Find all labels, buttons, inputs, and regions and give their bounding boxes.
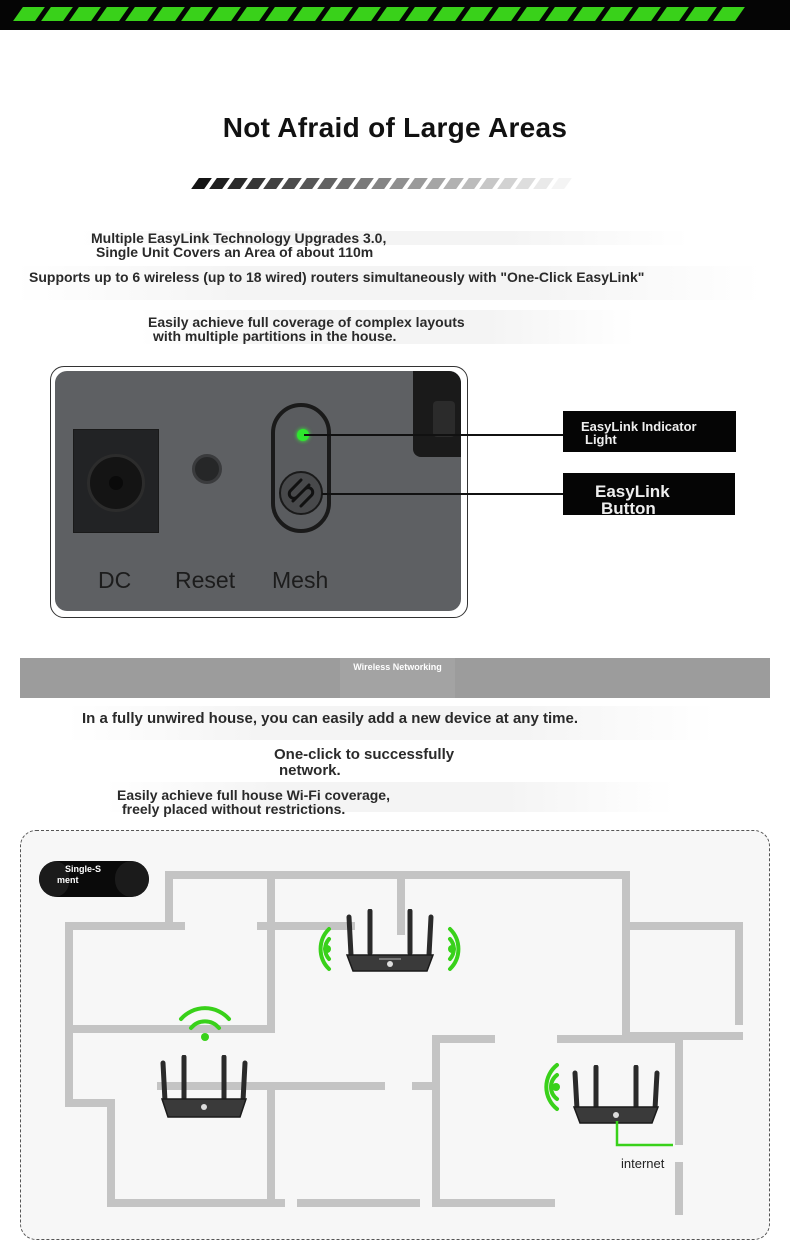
wifi-signal-icon xyxy=(318,927,331,971)
networking-line-5: freely placed without restrictions. xyxy=(122,801,346,817)
easylink-led-icon xyxy=(297,429,309,441)
badge-line2: ment xyxy=(57,875,79,885)
intro-line-3: Supports up to 6 wireless (up to 18 wire… xyxy=(16,266,761,300)
indicator-callout: EasyLink Indicator Light xyxy=(563,411,736,452)
antenna-icon xyxy=(413,371,461,457)
badge-line1: Single-S xyxy=(65,864,102,874)
single-segment-badge: Single-S ment xyxy=(39,861,149,897)
stripe xyxy=(713,7,745,21)
stripe xyxy=(657,7,689,21)
stripe xyxy=(265,7,297,21)
stripe xyxy=(405,7,437,21)
router-icon xyxy=(160,1055,248,1118)
stripe xyxy=(153,7,185,21)
stripe xyxy=(377,7,409,21)
stripe xyxy=(569,178,590,189)
dc-port-icon xyxy=(73,429,159,533)
networking-line-1: In a fully unwired house, you can easily… xyxy=(66,706,716,740)
stripe xyxy=(489,7,521,21)
stripe xyxy=(125,7,157,21)
wifi-signal-icon xyxy=(179,1006,231,1041)
stripe xyxy=(41,7,73,21)
easylink-button-icon xyxy=(279,471,323,515)
stripe xyxy=(349,7,381,21)
stripe xyxy=(209,7,241,21)
title-underline-stripes xyxy=(191,178,590,189)
router-icon xyxy=(345,909,435,972)
button-leader-line xyxy=(322,493,564,495)
dc-label: DC xyxy=(98,567,132,593)
router-back-panel: DC Reset Mesh xyxy=(50,366,468,618)
stripe xyxy=(601,7,633,21)
section-band-label: Wireless Networking xyxy=(340,658,455,698)
internet-label: internet xyxy=(621,1156,665,1171)
intro-line-4: Easily achieve full coverage of complex … xyxy=(140,310,635,344)
stripe xyxy=(685,7,717,21)
panel-surface: DC Reset Mesh xyxy=(55,371,461,611)
button-callout-line2: Button xyxy=(601,499,656,518)
page-title: Not Afraid of Large Areas xyxy=(222,112,568,143)
mesh-control xyxy=(271,403,331,533)
stripe xyxy=(293,7,325,21)
intro-line-1: Multiple EasyLink Technology Upgrades 3.… xyxy=(80,231,690,245)
internet-cable-line xyxy=(615,1121,673,1147)
stripe xyxy=(97,7,129,21)
top-stripe-pattern xyxy=(13,7,745,21)
indicator-callout-line2: Light xyxy=(585,432,617,447)
stripe xyxy=(433,7,465,21)
stripe xyxy=(69,7,101,21)
reset-label: Reset xyxy=(175,567,236,593)
button-callout-line1: EasyLink xyxy=(595,482,670,501)
indicator-callout-line1: EasyLink Indicator xyxy=(581,419,697,434)
networking-line-2: One-click to successfully xyxy=(274,746,455,763)
stripe xyxy=(545,7,577,21)
wifi-signal-icon xyxy=(448,927,461,971)
stripe xyxy=(517,7,549,21)
stripe xyxy=(181,7,213,21)
button-callout: EasyLink Button xyxy=(563,473,735,518)
networking-line-3: network. xyxy=(279,762,341,779)
intro-line-2: Single Unit Covers an Area of about 110m xyxy=(96,244,374,260)
floor-plan: Single-S ment xyxy=(20,830,770,1240)
mesh-label: Mesh xyxy=(272,567,329,593)
stripe xyxy=(13,7,45,21)
stripe xyxy=(461,7,493,21)
indicator-leader-line xyxy=(304,434,564,436)
router-icon xyxy=(572,1065,660,1124)
top-banner xyxy=(0,0,790,30)
section-band: Wireless Networking xyxy=(20,658,770,698)
reset-hole-icon xyxy=(192,454,222,484)
floor-plan-walls xyxy=(65,871,743,1215)
stripe xyxy=(237,7,269,21)
stripe xyxy=(321,7,353,21)
networking-line-4: Easily achieve full house Wi-Fi coverage… xyxy=(105,782,675,812)
wifi-signal-icon xyxy=(544,1063,560,1111)
stripe xyxy=(629,7,661,21)
stripe xyxy=(573,7,605,21)
intro-line-5: with multiple partitions in the house. xyxy=(153,328,397,344)
